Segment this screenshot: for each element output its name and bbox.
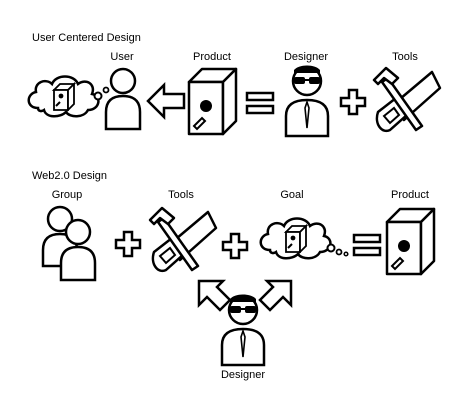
label-tools-top: Tools <box>392 51 418 63</box>
label-group: Group <box>51 189 83 201</box>
arrow-up-left-icon <box>197 279 232 312</box>
label-user: User <box>110 51 134 63</box>
plus-icon <box>114 230 142 258</box>
label-product-bottom: Product <box>391 189 429 201</box>
thought-cloud-icon <box>259 217 349 260</box>
designer-figure-icon <box>220 294 266 367</box>
user-figure-icon <box>104 67 142 131</box>
label-tools-bottom: Tools <box>168 189 194 201</box>
arrow-left-icon <box>146 81 186 121</box>
birdhouse-product-icon <box>187 67 238 136</box>
section-title-web20: Web2.0 Design <box>32 170 108 182</box>
plus-icon <box>221 232 249 260</box>
tools-hammer-saw-icon <box>148 206 218 273</box>
designer-figure-icon <box>284 65 330 138</box>
label-goal: Goal <box>280 189 304 201</box>
equals-icon <box>245 91 275 115</box>
label-designer-top: Designer <box>283 51 329 63</box>
equals-icon <box>352 233 382 257</box>
plus-icon <box>339 88 367 116</box>
arrow-up-right-icon <box>258 279 293 312</box>
tools-hammer-saw-icon <box>372 66 442 133</box>
label-product-top: Product <box>193 51 231 63</box>
label-designer-bottom: Designer <box>220 369 266 381</box>
birdhouse-product-icon <box>385 207 436 276</box>
thought-cloud-icon <box>27 75 116 118</box>
group-figures-icon <box>41 205 97 282</box>
section-title-user-centered: User Centered Design <box>32 32 141 44</box>
